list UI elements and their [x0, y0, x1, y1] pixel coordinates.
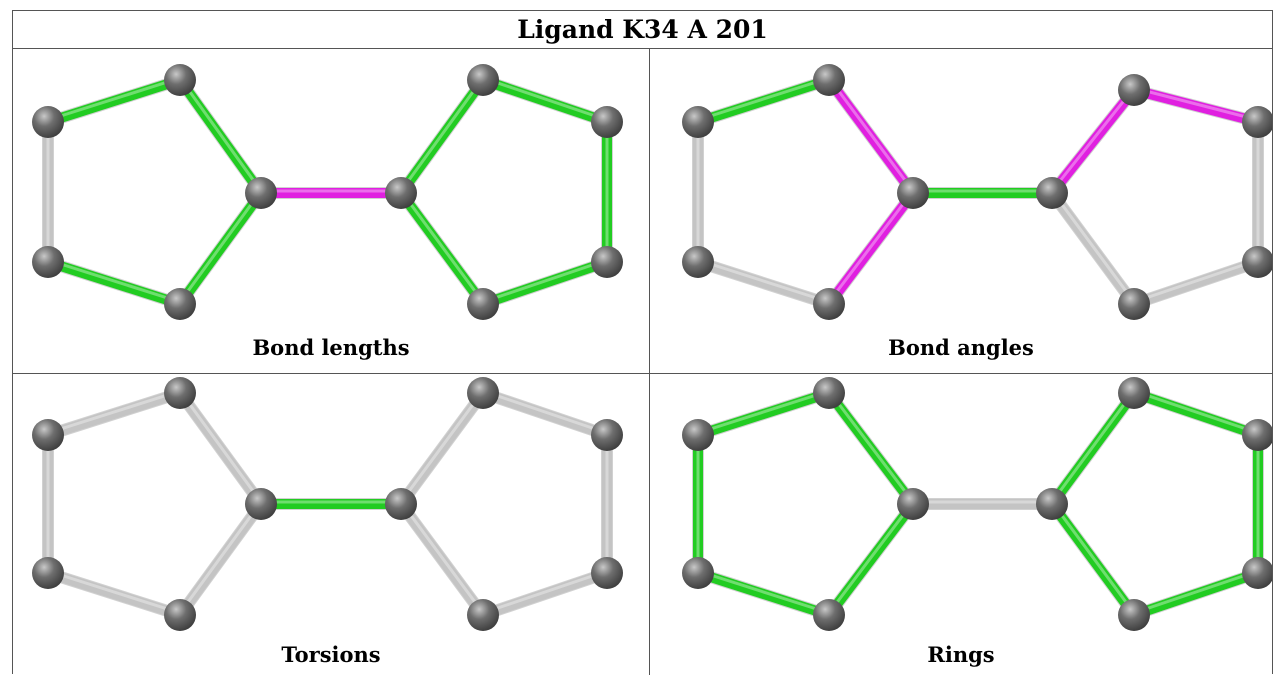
- bond-a3-b1: [907, 187, 1058, 199]
- molecule-bond-lengths: [32, 64, 623, 320]
- panel-bond-lengths: Bond lengths: [13, 49, 650, 374]
- bond-a4-a5: [692, 567, 835, 621]
- atom-a2: [164, 377, 196, 409]
- atom-b1: [1036, 177, 1068, 209]
- bond-a4-a5: [42, 256, 186, 310]
- bond-b5-b1: [395, 498, 489, 621]
- atom-b5: [467, 599, 499, 631]
- bond-a3-a4: [823, 187, 919, 310]
- bond-b1-b2: [395, 74, 489, 199]
- atom-a1: [682, 419, 714, 451]
- atom-a3: [245, 177, 277, 209]
- bond-a4-a5: [692, 256, 835, 310]
- bond-a1-a2: [692, 387, 835, 441]
- bond-b2-b3: [477, 74, 613, 128]
- atom-a1: [682, 106, 714, 138]
- bond-a1-a2: [692, 74, 835, 128]
- atom-a5: [32, 557, 64, 589]
- bond-a1-a2: [42, 74, 186, 128]
- caption-bond-lengths: Bond lengths: [252, 335, 410, 360]
- atom-a1: [32, 419, 64, 451]
- atom-b2: [1118, 74, 1150, 106]
- bond-b4-b5: [1128, 256, 1264, 310]
- bond-b1-b2: [1046, 387, 1140, 510]
- bond-a3-b1: [907, 498, 1058, 510]
- bond-b2-b3: [1128, 84, 1264, 128]
- atom-b5: [1118, 599, 1150, 631]
- atom-a2: [813, 64, 845, 96]
- bond-a2-a3: [174, 74, 267, 199]
- atom-b3: [1242, 106, 1272, 138]
- caption-rings: Rings: [927, 642, 995, 667]
- atom-b1: [1036, 488, 1068, 520]
- panel-bond-angles: Bond angles: [650, 49, 1272, 374]
- atom-b2: [467, 377, 499, 409]
- atom-a4: [164, 599, 196, 631]
- atom-b4: [591, 246, 623, 278]
- atom-a3: [897, 488, 929, 520]
- bond-b2-b3: [1128, 387, 1264, 441]
- bond-a3-b1: [255, 187, 407, 199]
- molecule-torsions: [32, 377, 623, 631]
- caption-torsions: Torsions: [281, 642, 381, 667]
- atom-a1: [32, 106, 64, 138]
- bond-a3-a4: [174, 498, 267, 621]
- atom-a4: [164, 288, 196, 320]
- atom-b3: [591, 106, 623, 138]
- atom-a4: [813, 599, 845, 631]
- caption-bond-angles: Bond angles: [888, 335, 1034, 360]
- bond-a1-a2: [42, 387, 186, 441]
- bond-a2-a3: [823, 387, 919, 510]
- bond-a4-a5: [42, 567, 186, 621]
- atom-b5: [467, 288, 499, 320]
- bond-b2-b3: [477, 387, 613, 441]
- atom-a4: [813, 288, 845, 320]
- atom-a5: [32, 246, 64, 278]
- bond-b5-b1: [1046, 187, 1140, 310]
- bond-a3-b1: [255, 498, 407, 510]
- atom-b3: [1242, 419, 1272, 451]
- atom-a2: [164, 64, 196, 96]
- bond-b4-b5: [1128, 567, 1264, 621]
- bond-a2-a3: [823, 74, 919, 199]
- bond-a3-a4: [823, 498, 919, 621]
- bond-b1-b2: [1046, 84, 1140, 199]
- atom-b2: [1118, 377, 1150, 409]
- ligand-title: Ligand K34 A 201: [13, 11, 1272, 49]
- atom-b2: [467, 64, 499, 96]
- bond-b1-b2: [395, 387, 489, 510]
- bond-b4-b5: [477, 567, 613, 621]
- atom-a5: [682, 557, 714, 589]
- atom-b4: [1242, 557, 1272, 589]
- molecule-bond-angles: [682, 64, 1272, 320]
- atom-b5: [1118, 288, 1150, 320]
- atom-a5: [682, 246, 714, 278]
- panel-torsions: Torsions: [13, 374, 650, 675]
- atom-b1: [385, 177, 417, 209]
- atom-b4: [591, 557, 623, 589]
- results-table: Ligand K34 A 201 Bond lengths Bond angle…: [12, 10, 1273, 675]
- panel-rings: Rings: [650, 374, 1272, 675]
- atom-b1: [385, 488, 417, 520]
- atom-a3: [897, 177, 929, 209]
- bond-a3-a4: [174, 187, 267, 310]
- atom-b4: [1242, 246, 1272, 278]
- atom-a3: [245, 488, 277, 520]
- bond-b5-b1: [1046, 498, 1140, 621]
- atom-b3: [591, 419, 623, 451]
- molecule-rings: [682, 377, 1272, 631]
- bond-b4-b5: [477, 256, 613, 310]
- atom-a2: [813, 377, 845, 409]
- bond-a2-a3: [174, 387, 267, 510]
- bond-b5-b1: [395, 187, 489, 310]
